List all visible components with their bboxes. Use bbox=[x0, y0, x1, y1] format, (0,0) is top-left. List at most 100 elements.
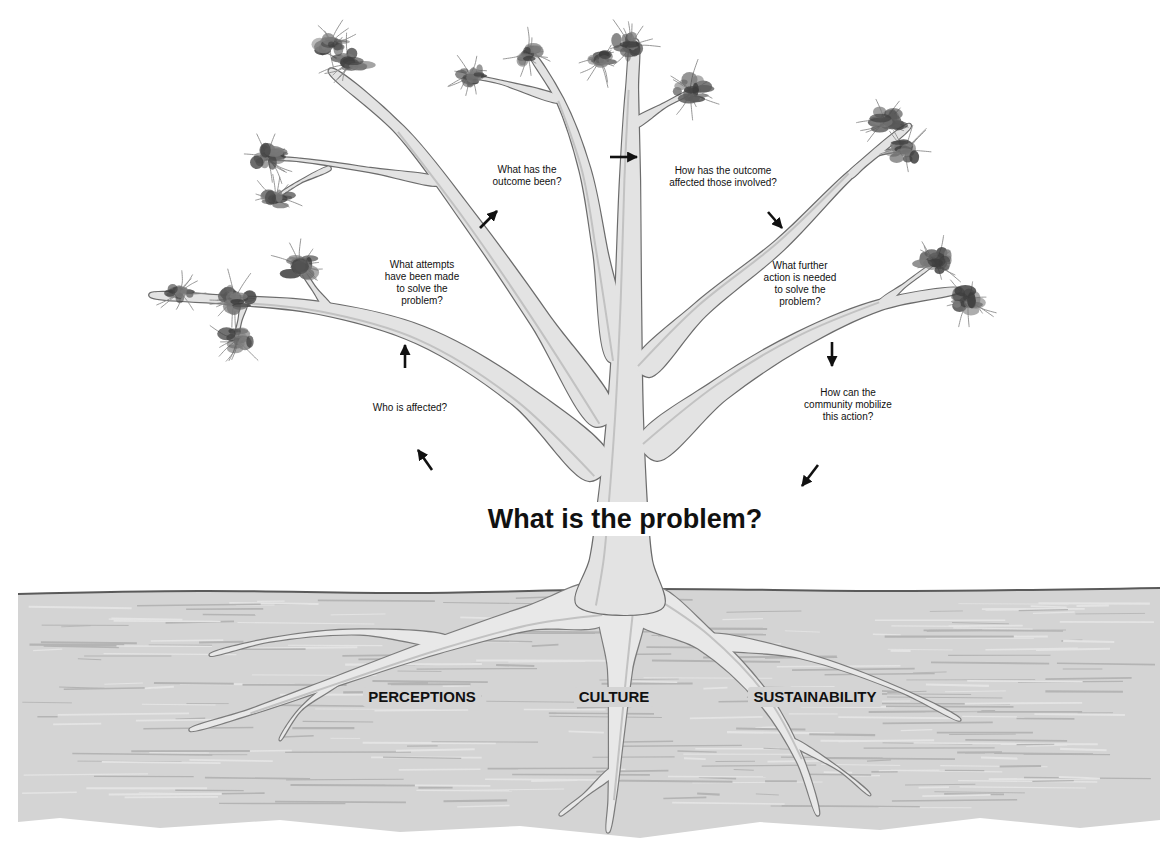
ground-streak bbox=[891, 650, 911, 652]
ground-streak bbox=[102, 762, 221, 763]
ground-streak bbox=[919, 786, 949, 788]
ground-streak bbox=[58, 713, 189, 714]
ground-streak bbox=[396, 749, 475, 750]
ground-streak bbox=[512, 774, 650, 776]
ground-streak bbox=[875, 619, 1005, 620]
ground-streak bbox=[64, 688, 155, 689]
ground-streak bbox=[238, 622, 375, 623]
ground-streak bbox=[199, 641, 243, 644]
ground-streak bbox=[186, 703, 228, 704]
leaf-cluster bbox=[625, 50, 631, 62]
question-text: How has the outcome affected those invol… bbox=[663, 165, 783, 189]
ground-streak bbox=[29, 607, 132, 608]
ground-streak bbox=[789, 713, 838, 714]
ground-streak bbox=[508, 661, 585, 663]
ground-streak bbox=[736, 729, 805, 730]
ground-streak bbox=[1063, 641, 1114, 642]
ground-streak bbox=[672, 803, 784, 804]
ground-streak bbox=[785, 631, 820, 632]
ground-streak bbox=[684, 757, 706, 760]
ground-streak bbox=[137, 604, 261, 605]
ground-streak bbox=[940, 766, 1047, 767]
ground-streak bbox=[873, 634, 901, 636]
tree bbox=[149, 39, 960, 615]
cycle-arrows bbox=[405, 157, 832, 486]
ground-streak bbox=[154, 682, 234, 685]
ground-streak bbox=[1078, 712, 1113, 713]
root bbox=[560, 768, 616, 816]
root-outline bbox=[190, 583, 607, 731]
ground-streak bbox=[1017, 718, 1075, 720]
cycle-arrow bbox=[404, 345, 407, 368]
ground-streak bbox=[531, 779, 577, 782]
ground-streak bbox=[44, 646, 119, 647]
ground-streak bbox=[1017, 744, 1055, 746]
leaf-cluster bbox=[925, 249, 939, 257]
ground-streak bbox=[53, 723, 101, 725]
question-text: What has the outcome been? bbox=[490, 164, 565, 188]
ground-streak bbox=[1060, 749, 1106, 750]
root-label: SUSTAINABILITY bbox=[748, 687, 881, 707]
ground-streak bbox=[697, 793, 720, 794]
ground-streak bbox=[432, 741, 539, 743]
ground-streak bbox=[37, 716, 57, 717]
roots bbox=[190, 583, 961, 832]
branch bbox=[878, 265, 932, 308]
ground-streak bbox=[803, 773, 871, 775]
ground-streak bbox=[952, 623, 1009, 624]
ground-streak bbox=[1045, 690, 1123, 693]
ground-streak bbox=[965, 752, 985, 754]
ground-streak bbox=[569, 731, 604, 732]
cycle-arrow bbox=[610, 156, 637, 159]
root-shading bbox=[250, 615, 602, 713]
ground-streak bbox=[621, 740, 673, 742]
ground-streak bbox=[116, 645, 211, 647]
ground-streak bbox=[965, 702, 1082, 705]
ground-streak bbox=[290, 784, 414, 787]
ground-streak bbox=[42, 625, 129, 626]
ground-streak bbox=[977, 711, 1082, 713]
ground-streak bbox=[267, 705, 376, 706]
ground-streak bbox=[934, 792, 1025, 793]
ground-streak bbox=[371, 757, 482, 759]
ground-streak bbox=[331, 613, 386, 615]
ground-streak bbox=[1036, 649, 1110, 650]
ground-streak bbox=[457, 806, 509, 807]
leaf-cluster bbox=[291, 258, 309, 274]
ground-streak bbox=[111, 618, 182, 619]
leaf-cluster bbox=[953, 301, 961, 308]
leaf-cluster bbox=[250, 156, 263, 169]
cycle-arrow bbox=[768, 212, 782, 228]
ground-streak bbox=[488, 767, 615, 769]
ground-streak bbox=[283, 736, 314, 737]
root bbox=[703, 634, 960, 721]
ground-streak bbox=[524, 709, 606, 711]
ground-streak bbox=[33, 649, 62, 650]
ground-streak bbox=[924, 630, 1063, 632]
ground-streak bbox=[945, 690, 1006, 692]
ground-streak bbox=[315, 708, 435, 710]
leaf-cluster bbox=[343, 57, 364, 65]
ground-streak bbox=[820, 740, 866, 742]
ground-streak bbox=[1059, 777, 1100, 778]
leaf-cluster bbox=[217, 327, 236, 340]
ground-streak bbox=[1077, 604, 1109, 607]
branch bbox=[266, 157, 441, 186]
ground-streak bbox=[416, 790, 512, 792]
ground-streak bbox=[275, 801, 406, 803]
cycle-arrow bbox=[480, 211, 497, 228]
ground-streak bbox=[549, 716, 662, 717]
root-label: CULTURE bbox=[574, 687, 655, 707]
ground-streak bbox=[939, 770, 984, 772]
ground-streak bbox=[476, 659, 608, 661]
ground-streak bbox=[1057, 663, 1155, 664]
leaf-cluster bbox=[967, 292, 976, 308]
ground-streak bbox=[953, 628, 1032, 629]
ground-streak bbox=[782, 805, 920, 808]
leaf-cluster bbox=[233, 304, 247, 310]
ground-streak bbox=[443, 799, 507, 802]
ground-streak bbox=[891, 625, 969, 627]
foliage bbox=[156, 19, 996, 361]
